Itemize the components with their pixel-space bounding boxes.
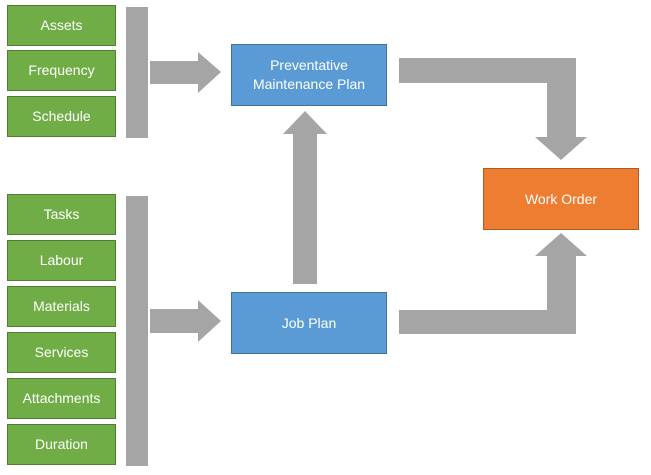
- work-order-label: Work Order: [524, 190, 598, 207]
- input-box-schedule: Schedule: [7, 96, 116, 137]
- input-label-attachments: Attachments: [22, 390, 101, 406]
- arrow-bottom-group-to-job-plan: [150, 300, 221, 342]
- bottom-group-bracket: [126, 196, 148, 466]
- input-label-tasks: Tasks: [43, 206, 80, 222]
- input-box-attachments: Attachments: [7, 378, 116, 419]
- input-label-schedule: Schedule: [32, 108, 91, 124]
- input-box-labour: Labour: [7, 240, 116, 281]
- pm-plan-label-line2: Maintenance Plan: [252, 76, 366, 92]
- input-label-assets: Assets: [40, 17, 83, 33]
- input-label-duration: Duration: [35, 436, 88, 452]
- job-plan-box: Job Plan: [231, 292, 387, 354]
- input-box-materials: Materials: [7, 286, 116, 327]
- pm-plan-label-line1: Preventative: [270, 57, 348, 73]
- input-label-materials: Materials: [33, 298, 90, 314]
- input-label-labour: Labour: [39, 252, 84, 268]
- work-order-box: Work Order: [483, 168, 639, 230]
- input-box-assets: Assets: [7, 5, 116, 46]
- input-box-duration: Duration: [7, 424, 116, 465]
- job-plan-label: Job Plan: [281, 314, 337, 331]
- input-label-services: Services: [34, 344, 89, 360]
- arrow-top-group-to-pm-plan: [150, 52, 221, 93]
- input-box-tasks: Tasks: [7, 194, 116, 235]
- input-label-frequency: Frequency: [28, 62, 95, 78]
- top-group-bracket: [126, 7, 148, 138]
- arrow-job-plan-to-work-order: [399, 233, 587, 334]
- input-box-services: Services: [7, 332, 116, 373]
- arrow-job-plan-to-pm-plan: [283, 111, 327, 284]
- input-box-frequency: Frequency: [7, 50, 116, 91]
- arrow-pm-plan-to-work-order: [399, 58, 587, 160]
- preventative-maintenance-plan-box: Preventative Maintenance Plan: [231, 44, 387, 106]
